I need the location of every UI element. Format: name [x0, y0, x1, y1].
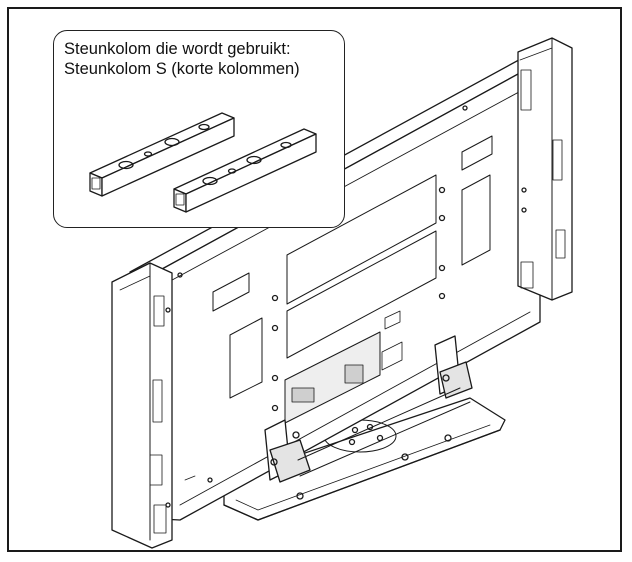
stand-base: [223, 397, 506, 521]
display-panel: [111, 37, 573, 549]
support-column-s-left: [89, 112, 235, 197]
callout-line-2: Steunkolom S (korte kolommen): [64, 60, 300, 78]
callout-line-1: Steunkolom die wordt gebruikt:: [64, 40, 291, 58]
callout-caption: Steunkolom die wordt gebruikt: Steunkolo…: [64, 39, 300, 79]
support-column-s-right: [173, 128, 317, 213]
support-column-callout: Steunkolom die wordt gebruikt: Steunkolo…: [53, 30, 345, 228]
stand-brackets: [264, 335, 473, 483]
